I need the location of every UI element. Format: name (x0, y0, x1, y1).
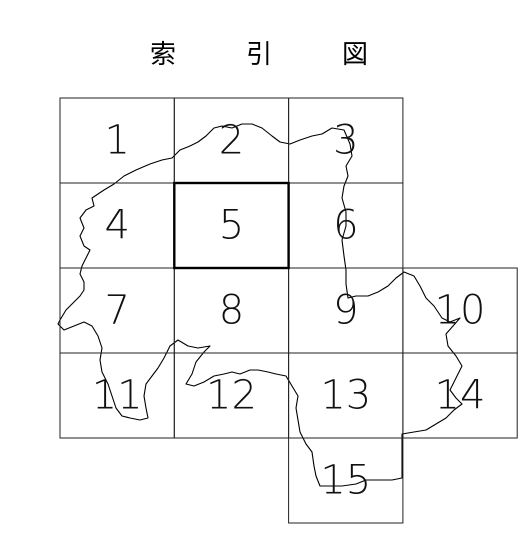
sheet-6[interactable]: 6 (288, 182, 404, 269)
sheet-11[interactable]: 11 (59, 352, 175, 439)
sheet-cell-15[interactable] (288, 437, 404, 524)
sheet-number: 1 (104, 118, 129, 164)
sheet-3[interactable]: 3 (288, 97, 404, 184)
sheet-number: 13 (320, 373, 371, 419)
prefecture-boundary (57, 123, 463, 487)
sheet-cell-14[interactable] (402, 352, 518, 439)
sheet-number: 5 (219, 203, 244, 249)
sheet-number: 2 (219, 118, 244, 164)
sheet-number: 6 (333, 203, 358, 249)
index-map-title: 索 引 図 (149, 40, 390, 70)
selected-sheet-outline (173, 181, 290, 270)
sheet-number: 12 (206, 373, 257, 419)
sheet-number: 7 (104, 288, 129, 334)
sheet-5[interactable]: 5 (173, 182, 290, 269)
sheet-2[interactable]: 2 (173, 97, 290, 184)
sheet-12[interactable]: 12 (173, 352, 290, 439)
sheet-number: 11 (92, 373, 143, 419)
sheet-10[interactable]: 10 (402, 267, 518, 354)
sheet-4[interactable]: 4 (59, 182, 175, 269)
sheet-number: 15 (320, 458, 371, 504)
sheet-13[interactable]: 13 (288, 352, 404, 439)
sheet-number: 3 (333, 118, 358, 164)
sheet-number: 14 (435, 373, 486, 419)
sheet-number: 9 (333, 288, 358, 334)
sheet-1[interactable]: 1 (59, 97, 175, 184)
sheet-number: 4 (104, 203, 129, 249)
sheet-9[interactable]: 9 (288, 267, 404, 354)
sheet-number: 10 (435, 288, 486, 334)
sheet-8[interactable]: 8 (173, 267, 290, 354)
sheet-7[interactable]: 7 (59, 267, 175, 354)
sheet-number: 8 (219, 288, 244, 334)
sheet-15[interactable]: 15 (288, 437, 404, 524)
sheet-14[interactable]: 14 (402, 352, 518, 439)
